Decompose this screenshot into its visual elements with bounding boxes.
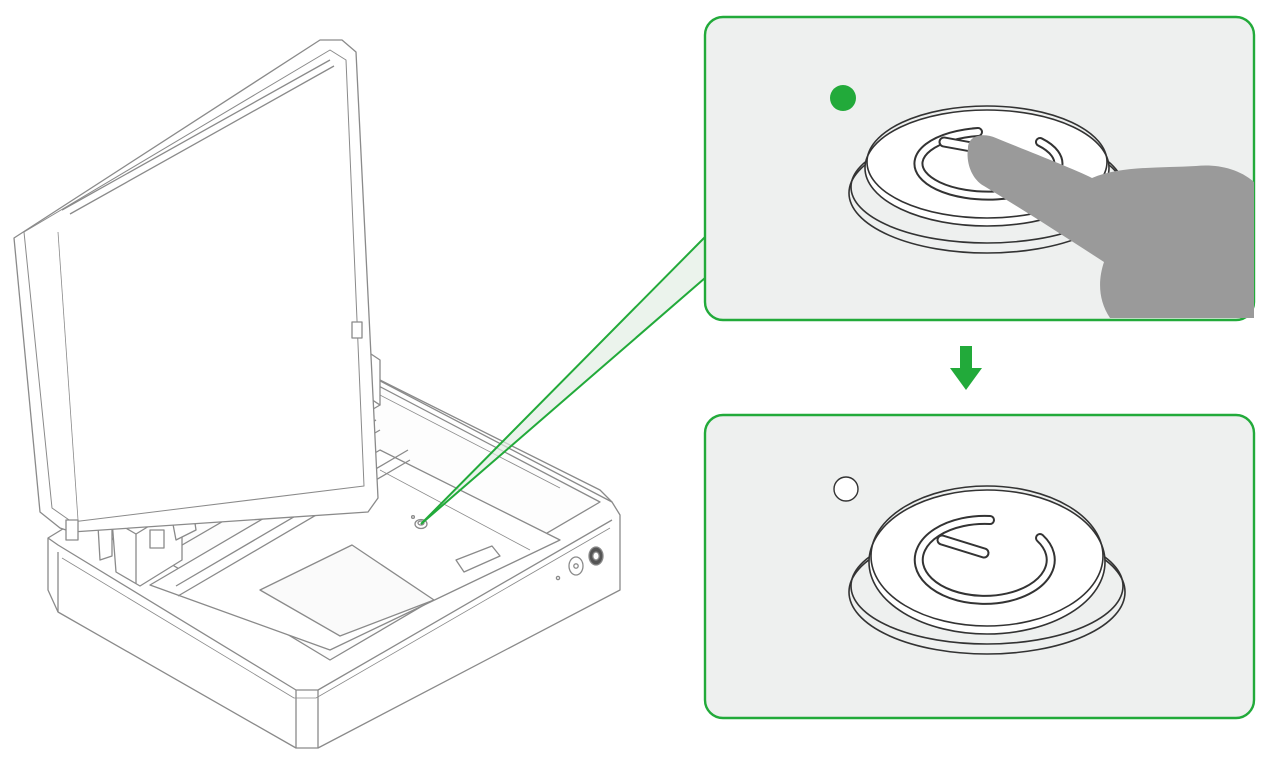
step-panel-pressed: [703, 15, 1256, 322]
machine-side-controls: [555, 546, 604, 581]
down-arrow-icon: [950, 346, 982, 390]
power-button-icon: [848, 485, 1126, 655]
zoom-callout: [420, 236, 706, 525]
indicator-light-icon: [830, 85, 856, 111]
zoom-callout-line-bottom: [420, 277, 706, 525]
machine-illustration: [13, 39, 621, 749]
indicator-light-icon: [833, 476, 859, 502]
machine-lid: [13, 39, 379, 541]
step-panel-released: [703, 413, 1256, 720]
finger-icon: [967, 135, 1254, 318]
zoom-callout-line-top: [420, 236, 706, 525]
